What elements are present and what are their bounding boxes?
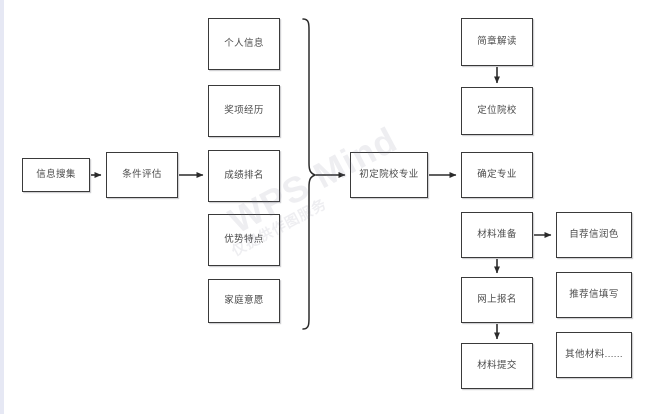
- node-score-ranking[interactable]: 成绩排名: [208, 150, 280, 202]
- node-self-recommendation-polish[interactable]: 自荐信润色: [556, 212, 632, 258]
- node-locate-school[interactable]: 定位院校: [461, 87, 533, 135]
- node-condition-evaluation[interactable]: 条件评估: [106, 152, 178, 198]
- node-award-experience[interactable]: 奖项经历: [208, 85, 280, 137]
- node-label: 成绩排名: [224, 170, 264, 182]
- node-material-submission[interactable]: 材料提交: [461, 343, 533, 389]
- node-label: 定位院校: [477, 105, 517, 117]
- node-label: 优势特点: [224, 234, 264, 246]
- node-label: 其他材料......: [565, 349, 623, 361]
- node-label: 自荐信润色: [569, 229, 619, 241]
- node-label: 家庭意愿: [224, 295, 264, 307]
- node-strength-features[interactable]: 优势特点: [208, 214, 280, 266]
- node-confirm-major[interactable]: 确定专业: [461, 152, 533, 198]
- node-label: 材料提交: [477, 360, 517, 372]
- node-preselect-school-major[interactable]: 初定院校专业: [350, 152, 428, 198]
- node-recommendation-letter[interactable]: 推荐信填写: [556, 272, 632, 318]
- node-label: 材料准备: [477, 229, 517, 241]
- node-label: 信息搜集: [36, 169, 76, 181]
- node-label: 奖项经历: [224, 105, 264, 117]
- node-information-gathering[interactable]: 信息搜集: [22, 158, 90, 192]
- node-online-registration[interactable]: 网上报名: [461, 277, 533, 323]
- node-family-preference[interactable]: 家庭意愿: [208, 279, 280, 323]
- node-other-materials[interactable]: 其他材料......: [556, 332, 632, 378]
- node-label: 个人信息: [224, 38, 264, 50]
- node-personal-info[interactable]: 个人信息: [208, 18, 280, 70]
- node-label: 条件评估: [122, 169, 162, 181]
- node-label: 确定专业: [477, 169, 517, 181]
- node-material-preparation[interactable]: 材料准备: [461, 212, 533, 258]
- node-label: 简章解读: [477, 36, 517, 48]
- grouping-brace: [302, 18, 318, 330]
- node-label: 推荐信填写: [569, 289, 619, 301]
- node-label: 网上报名: [477, 294, 517, 306]
- node-label: 初定院校专业: [359, 169, 419, 181]
- left-edge-strip: [0, 0, 4, 414]
- node-prospectus-reading[interactable]: 简章解读: [461, 18, 533, 66]
